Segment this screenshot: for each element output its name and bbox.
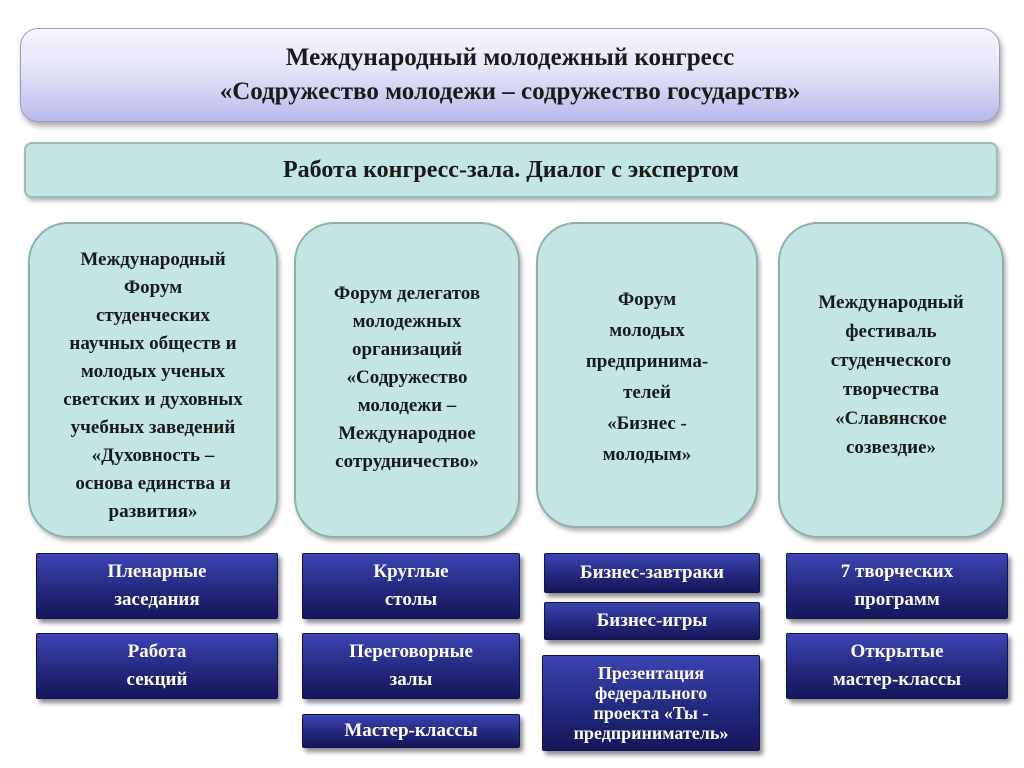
forum-box-students: Международный Форум студенческих научных… xyxy=(28,222,278,538)
event-line: Работа xyxy=(127,641,187,662)
forum-text-delegates: Форум делегатов молодежных организаций «… xyxy=(334,280,480,476)
event-open-master-classes: Открытые мастер-классы xyxy=(786,633,1008,699)
event-line: заседания xyxy=(114,589,200,610)
event-line: Бизнес-игры xyxy=(596,610,708,631)
event-line: Презентация xyxy=(597,663,705,683)
forum-text-festival: Международный фестиваль студенческого тв… xyxy=(818,288,963,462)
event-line: 7 творческих xyxy=(840,561,954,582)
forum-line: Форум xyxy=(617,289,677,310)
event-line: Бизнес-завтраки xyxy=(580,562,724,583)
event-line: федерального xyxy=(594,683,708,703)
congress-title-line-1: Международный молодежный конгресс xyxy=(285,44,735,71)
event-federal-project-presentation: Презентация федерального проекта «Ты - п… xyxy=(542,655,760,751)
congress-hall-banner: Работа конгресс-зала. Диалог с экспертом xyxy=(24,142,998,198)
forum-box-festival: Международный фестиваль студенческого тв… xyxy=(778,222,1004,538)
forum-box-entrepreneurs: Форум молодых предпринима- телей «Бизнес… xyxy=(536,222,758,528)
forum-line: молодежных xyxy=(352,311,462,332)
forum-line: творчества xyxy=(843,379,939,400)
event-negotiation-rooms: Переговорные залы xyxy=(302,633,520,699)
forum-line: «Духовность – xyxy=(91,445,215,466)
forum-line: основа единства и xyxy=(75,473,231,494)
forum-line: развития» xyxy=(108,501,198,522)
event-line: мастер-классы xyxy=(832,669,962,690)
event-creative-programs: 7 творческих программ xyxy=(786,553,1008,619)
event-plenary-sessions: Пленарные заседания xyxy=(36,553,278,619)
forum-line: молодежи – xyxy=(357,395,457,416)
event-round-tables: Круглые столы xyxy=(302,553,520,619)
forum-line: предпринима- xyxy=(585,351,709,372)
forum-text-students: Международный Форум студенческих научных… xyxy=(63,246,242,526)
forum-line: молодым» xyxy=(602,444,692,465)
forum-line: организаций xyxy=(351,339,463,360)
forum-line: учебных заведений xyxy=(70,417,236,438)
event-business-games: Бизнес-игры xyxy=(544,602,760,640)
forum-line: Форум делегатов xyxy=(333,283,481,304)
congress-title-banner: Международный молодежный конгресс «Содру… xyxy=(20,28,1000,122)
forum-line: Международный xyxy=(80,249,226,270)
forum-line: молодых ученых xyxy=(80,361,226,382)
event-line: программ xyxy=(854,589,940,610)
forum-line: светских и духовных xyxy=(63,389,243,410)
forum-line: «Бизнес - xyxy=(607,413,687,434)
event-section-work: Работа секций xyxy=(36,633,278,699)
event-line: Открытые xyxy=(850,641,944,662)
event-line: Пленарные xyxy=(107,561,207,582)
event-master-classes: Мастер-классы xyxy=(302,714,520,748)
forum-box-delegates: Форум делегатов молодежных организаций «… xyxy=(294,222,520,538)
forum-line: Международное xyxy=(338,423,476,444)
forum-line: Международный xyxy=(818,292,964,313)
event-business-breakfasts: Бизнес-завтраки xyxy=(544,553,760,593)
forum-text-entrepreneurs: Форум молодых предпринима- телей «Бизнес… xyxy=(586,284,708,470)
forum-line: молодых xyxy=(609,320,685,341)
forum-line: студенческого xyxy=(830,350,952,371)
event-line: предприниматель» xyxy=(573,723,729,743)
forum-line: «Славянское xyxy=(835,408,947,429)
event-line: секций xyxy=(126,669,188,690)
event-line: Мастер-классы xyxy=(344,720,478,741)
forum-line: телей xyxy=(623,382,671,403)
event-line: залы xyxy=(389,669,433,690)
event-line: Круглые xyxy=(373,561,449,582)
forum-line: фестиваль xyxy=(845,321,937,342)
forum-line: сотрудничество» xyxy=(335,451,479,472)
forum-line: Форум xyxy=(123,277,183,298)
event-line: столы xyxy=(384,589,438,610)
forum-line: научных обществ и xyxy=(69,333,237,354)
forum-line: созвездие» xyxy=(845,437,937,458)
event-line: Переговорные xyxy=(349,641,473,662)
forum-line: «Содружество xyxy=(346,367,468,388)
event-line: проекта «Ты - xyxy=(593,703,709,723)
congress-title-line-2: «Содружество молодежи – содружество госу… xyxy=(219,78,801,105)
forum-line: студенческих xyxy=(95,305,211,326)
congress-hall-label: Работа конгресс-зала. Диалог с экспертом xyxy=(283,156,739,183)
